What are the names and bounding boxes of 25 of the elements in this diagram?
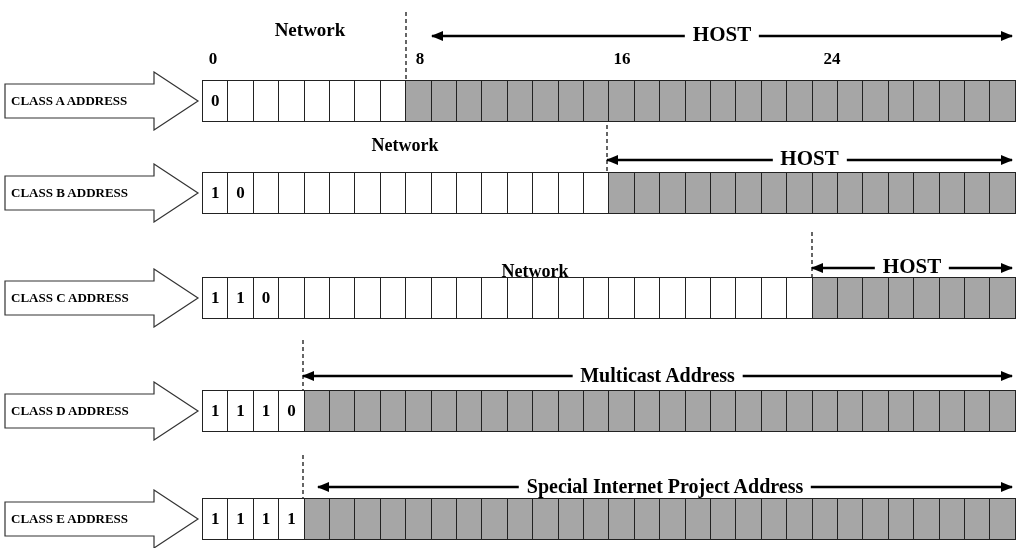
bit-cell: 1	[202, 390, 229, 432]
bit-cell: 0	[202, 80, 229, 122]
class-label: CLASS E ADDRESS	[11, 511, 129, 527]
bit-cell: 1	[278, 498, 305, 540]
field-label: Network	[371, 136, 439, 154]
bit-position: 16	[613, 50, 631, 67]
bit-cell: 0	[227, 172, 254, 214]
field-label: Network	[274, 20, 346, 39]
class-label: CLASS C ADDRESS	[11, 290, 129, 306]
field-label: Network	[501, 262, 569, 280]
bit-cell: 1	[202, 172, 229, 214]
bit-cell: 1	[227, 277, 254, 319]
bit-position: 8	[415, 50, 425, 67]
bit-position: 0	[208, 50, 218, 67]
bit-cell: 1	[227, 390, 254, 432]
bit-cell: 0	[278, 390, 305, 432]
bit-position: 24	[823, 50, 841, 67]
class-label: CLASS D ADDRESS	[11, 403, 129, 419]
range-label: Multicast Address	[572, 365, 743, 385]
bit-cell: 1	[202, 277, 229, 319]
range-label: Special Internet Project Address	[518, 476, 812, 496]
bit-cell: 1	[202, 498, 229, 540]
class-label: CLASS A ADDRESS	[11, 93, 128, 109]
class-label: CLASS B ADDRESS	[11, 185, 129, 201]
bit-cell: 1	[227, 498, 254, 540]
